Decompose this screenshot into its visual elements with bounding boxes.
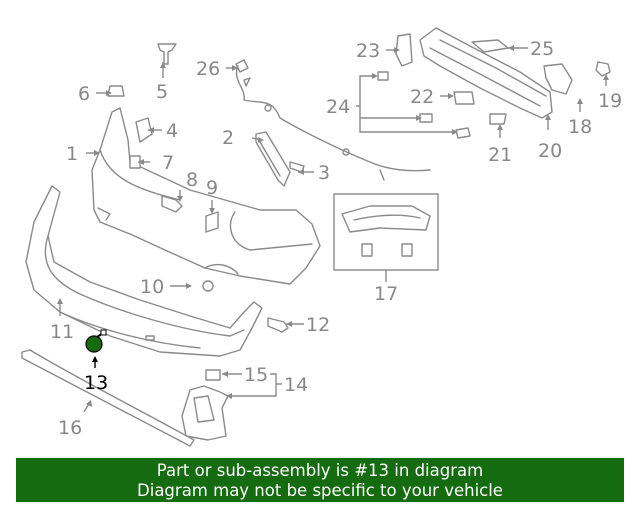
- callout-2: 2: [222, 127, 234, 149]
- lamp-inset: [333, 193, 439, 271]
- callout-12: 12: [306, 314, 330, 336]
- callout-18: 18: [568, 116, 592, 138]
- callout-3: 3: [318, 162, 330, 184]
- callout-16: 16: [58, 417, 82, 439]
- bumper-cover-upper: [91, 107, 321, 285]
- callout-6: 6: [78, 83, 90, 105]
- callout-21: 21: [488, 144, 512, 166]
- side-bracket: [255, 131, 291, 187]
- highlighted-clip: [85, 329, 107, 353]
- info-banner: Part or sub-assembly is #13 in diagram D…: [16, 458, 624, 502]
- callout-23: 23: [356, 40, 380, 62]
- leader-lines: [57, 45, 609, 413]
- callout-11: 11: [50, 321, 74, 343]
- reinforcement-beam: [419, 27, 553, 119]
- callout-19: 19: [598, 90, 622, 112]
- callout-25: 25: [530, 38, 554, 60]
- splash-shield: [181, 385, 229, 441]
- callout-24: 24: [326, 96, 350, 118]
- callout-15: 15: [244, 364, 268, 386]
- callout-5: 5: [156, 81, 168, 103]
- callout-20: 20: [538, 140, 562, 162]
- small-fasteners: [107, 43, 305, 381]
- parts-diagram: 1 2 3 4 5 6 7 8 9 10 11 12 13 14 15 16 1…: [21, 27, 622, 447]
- callout-7: 7: [162, 152, 174, 174]
- callout-17: 17: [374, 283, 398, 305]
- callout-1: 1: [66, 143, 78, 165]
- callout-13: 13: [84, 372, 108, 394]
- wiring-harness: [235, 65, 431, 172]
- callout-labels: 1 2 3 4 5 6 7 8 9 10 11 12 13 14 15 16 1…: [50, 38, 622, 439]
- callout-14: 14: [284, 374, 308, 396]
- callout-26: 26: [196, 58, 220, 80]
- upper-brackets: [377, 33, 611, 139]
- banner-line-1: Part or sub-assembly is #13 in diagram: [156, 461, 484, 480]
- callout-10: 10: [140, 276, 164, 298]
- callout-4: 4: [166, 120, 178, 142]
- bracket-piece: [135, 117, 153, 143]
- callout-22: 22: [410, 86, 434, 108]
- callout-8: 8: [186, 169, 198, 191]
- banner-line-2: Diagram may not be specific to your vehi…: [137, 481, 503, 500]
- bumper-cover-lower: [25, 185, 263, 357]
- reflector-strip: [21, 349, 195, 447]
- callout-9: 9: [206, 177, 218, 199]
